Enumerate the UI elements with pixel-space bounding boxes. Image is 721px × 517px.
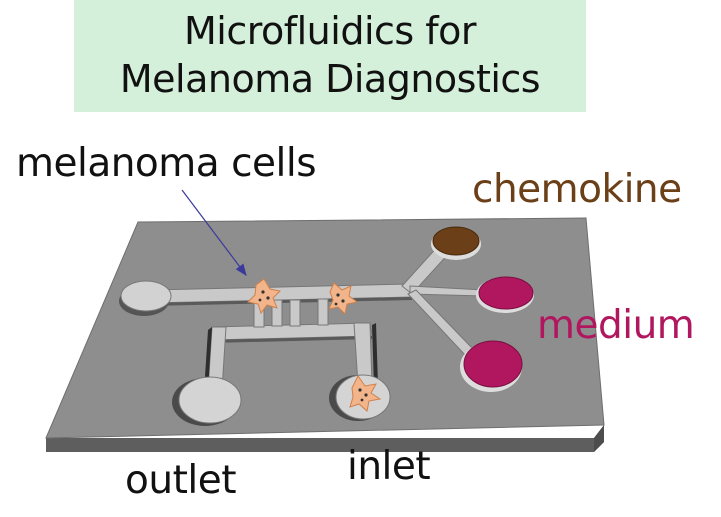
label-melanoma-cells: melanoma cells xyxy=(16,141,317,186)
connector-4 xyxy=(317,298,329,326)
chip-right-side xyxy=(594,425,604,452)
cell-3 xyxy=(349,375,382,412)
cell-1 xyxy=(246,278,282,315)
connector-3 xyxy=(289,299,301,327)
chemokine-reservoir xyxy=(432,226,480,256)
channels xyxy=(149,243,485,392)
title-line-1: Microfluidics for xyxy=(183,9,477,53)
title-banner: Microfluidics for Melanoma Diagnostics xyxy=(74,0,586,112)
label-chemokine: chemokine xyxy=(472,167,682,212)
label-outlet: outlet xyxy=(125,458,237,503)
title-line-2: Melanoma Diagnostics xyxy=(119,57,541,101)
medium-reservoir-2 xyxy=(463,340,523,388)
medium-reservoir-1 xyxy=(478,276,534,310)
melanoma-cells-arrow xyxy=(181,189,247,276)
label-inlet: inlet xyxy=(347,444,431,489)
cell-2 xyxy=(328,282,359,316)
left-port xyxy=(120,280,172,312)
melanoma-cells xyxy=(246,278,382,412)
chip-side xyxy=(46,425,604,452)
outlet-well xyxy=(178,376,242,424)
label-medium: medium xyxy=(537,303,695,348)
